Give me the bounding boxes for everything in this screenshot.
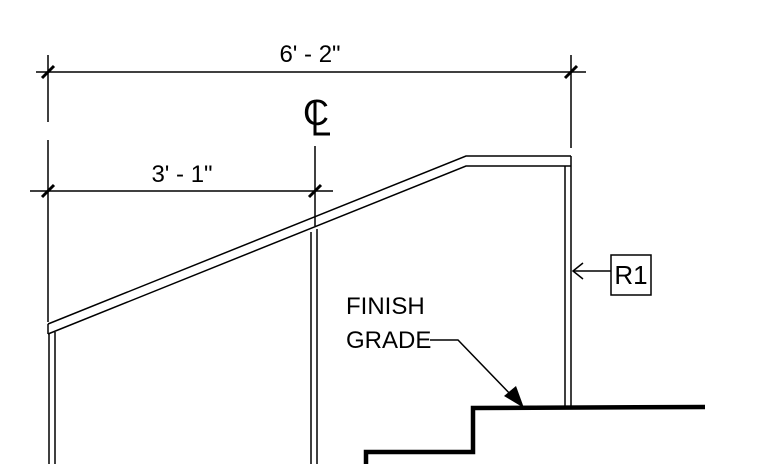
posts [48,166,572,464]
r1-tag-box [610,254,652,296]
r1-leader-arrow [571,262,584,280]
overall-dimension-label: 6' - 2" [279,41,340,68]
handrail-top-edge [47,155,571,325]
centerline-symbol: C [303,92,330,136]
centerline-symbol-l [313,100,330,136]
handrail [47,155,572,335]
finish-grade-steps [363,404,706,464]
overall-dimension [36,55,586,148]
handrail-bottom-edge [47,165,571,335]
partial-dimension [30,140,333,322]
finish-grade-note-line1: FINISH [346,293,425,320]
finish-grade-leader [430,339,515,399]
partial-dimension-label: 3' - 1" [151,161,212,188]
r1-tag-label: R1 [614,260,647,290]
finish-grade-note-line2: GRADE [346,327,431,354]
finish-grade-leader-arrowhead [504,386,524,408]
